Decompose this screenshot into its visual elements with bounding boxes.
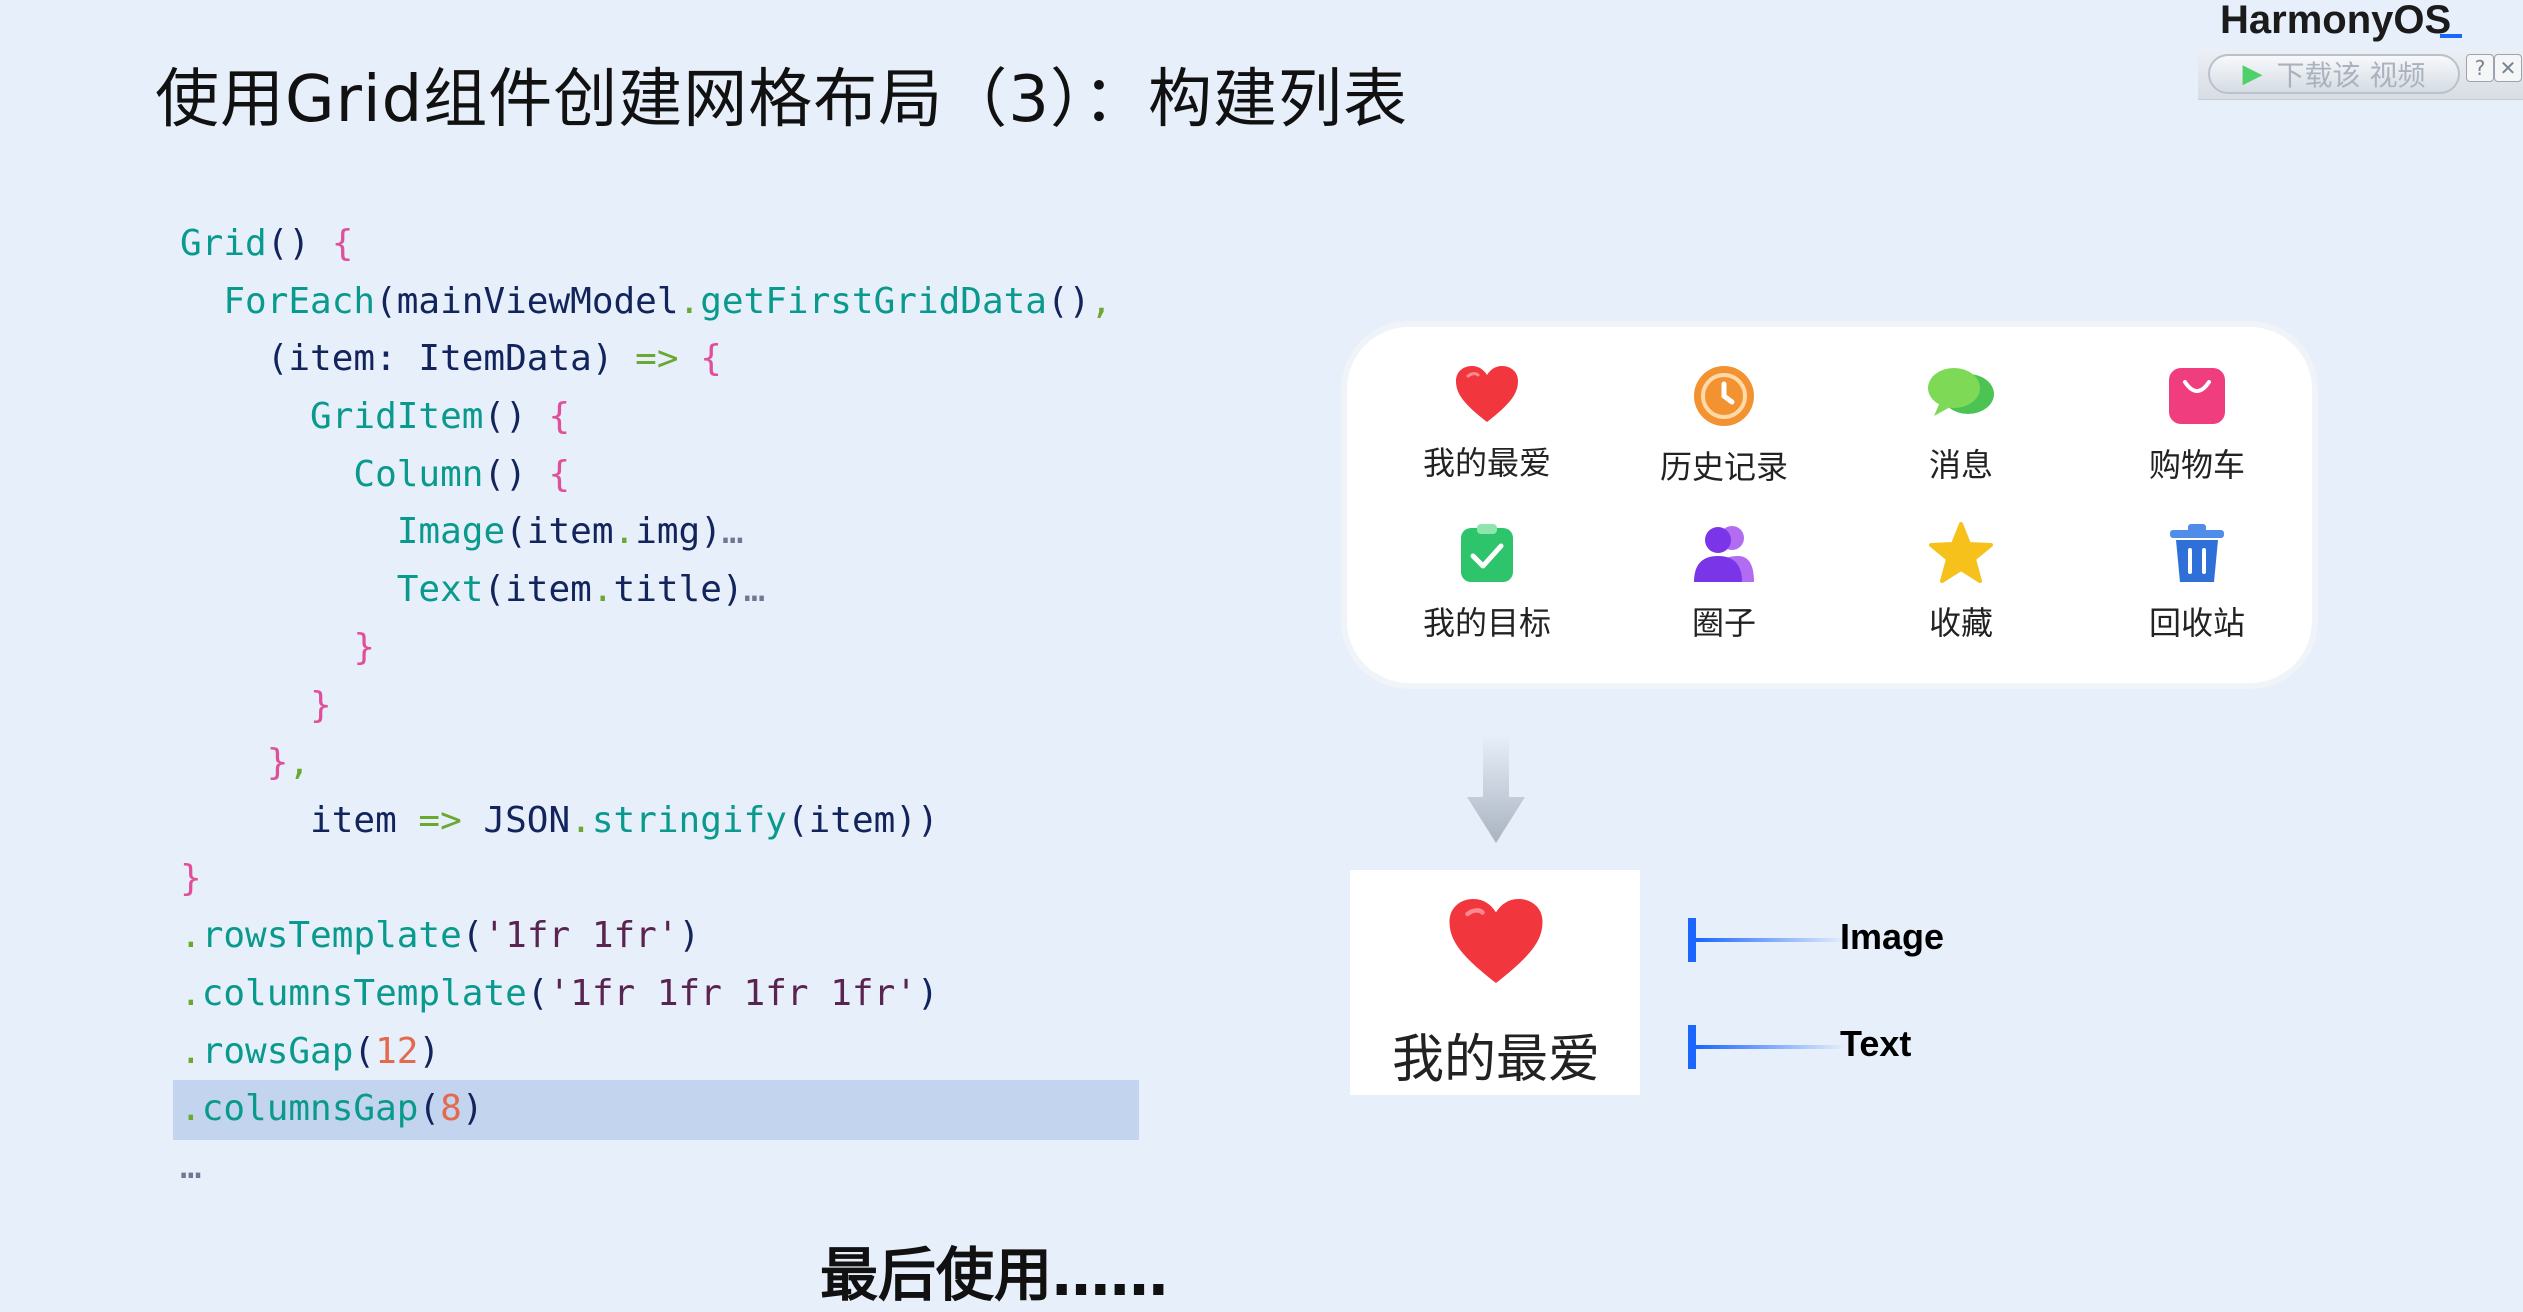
code-line: } [310, 684, 332, 726]
image-callout-label: Image [1840, 916, 1945, 957]
grid-item-label: 历史记录 [1659, 448, 1788, 486]
group-icon [1694, 526, 1754, 582]
callout-marker [1688, 918, 1696, 962]
code-line: (item: ItemData) => { [180, 338, 722, 380]
code-line: Image(item.img)… [396, 511, 744, 553]
code-line: } [353, 626, 376, 668]
grid-item-favorites[interactable]: 我的最爱 [1367, 364, 1607, 484]
code-line: Column() { [353, 453, 571, 495]
chat-icon [1928, 368, 1994, 416]
slide-title: 使用Grid组件创建网格布局（3）：构建列表 [155, 63, 1409, 137]
code-line: Text(item.title)… [396, 569, 766, 611]
grid-item-goals[interactable]: 我的目标 [1367, 522, 1607, 644]
code-line: ForEach(mainViewModel.getFirstGridData()… [223, 280, 1113, 322]
grid-item-label: 收藏 [1928, 604, 1993, 642]
logo-underline [2440, 34, 2462, 38]
text-callout-label: Text [1840, 1023, 1912, 1064]
shopping-bag-icon [2169, 368, 2225, 424]
trash-icon [2170, 524, 2224, 582]
heart-icon [1456, 366, 1518, 422]
grid-item-label: 购物车 [2148, 446, 2245, 484]
detail-title: 我的最爱 [1392, 1030, 1601, 1090]
grid-item-circle[interactable]: 圈子 [1604, 522, 1844, 644]
close-button[interactable]: ✕ [2494, 54, 2522, 82]
code-line: .rowsTemplate('1fr 1fr') [180, 915, 701, 957]
download-video-label: 下载该 视频 [2276, 59, 2426, 92]
heart-icon [1449, 899, 1543, 983]
grid-item-cart[interactable]: 购物车 [2077, 364, 2317, 486]
code-block: Grid() { ForEach(mainViewModel.getFirstG… [173, 215, 1139, 1196]
code-line: }, [266, 742, 311, 784]
code-line: .columnsGap(8) [173, 1080, 1139, 1141]
code-line: } [180, 857, 202, 899]
grid-item-label: 我的最爱 [1422, 444, 1551, 482]
star-icon [1929, 522, 1993, 583]
grid-item-label: 圈子 [1691, 604, 1756, 642]
clock-icon [1694, 366, 1754, 426]
bottom-caption: 最后使用…… [820, 1241, 1169, 1309]
detail-card [1350, 870, 1640, 1095]
download-video-button[interactable]: ▶ 下载该 视频 [2208, 54, 2460, 94]
download-video-bar: ▶ 下载该 视频 ? ✕ [2198, 50, 2523, 100]
grid-item-label: 我的目标 [1422, 604, 1551, 642]
grid-item-label: 消息 [1928, 446, 1993, 484]
play-icon: ▶ [2242, 59, 2263, 89]
code-line: .columnsTemplate('1fr 1fr 1fr 1fr') [180, 972, 939, 1014]
down-arrow-icon [1467, 735, 1525, 843]
callout-line [1696, 938, 1846, 942]
code-line: … [180, 1146, 202, 1187]
help-button[interactable]: ? [2466, 54, 2494, 82]
clipboard-check-icon [1461, 524, 1513, 582]
callout-line [1696, 1045, 1846, 1049]
grid-item-recycle-bin[interactable]: 回收站 [2077, 522, 2317, 644]
code-line: item => JSON.stringify(item)) [180, 799, 939, 841]
grid-item-favorites-star[interactable]: 收藏 [1841, 522, 2081, 644]
grid-item-messages[interactable]: 消息 [1841, 364, 2081, 486]
harmonyos-logo: HarmonyOS [2220, 0, 2452, 42]
grid-preview-card: 我的最爱 历史记录 消息 购物车 我的目标 [1347, 327, 2312, 683]
callout-marker [1688, 1025, 1696, 1069]
code-line: Grid() { [180, 223, 354, 264]
code-line: GridItem() { [310, 396, 571, 438]
grid-item-label: 回收站 [2148, 604, 2245, 642]
code-line: .rowsGap(12) [180, 1030, 441, 1072]
grid-item-history[interactable]: 历史记录 [1604, 364, 1844, 488]
